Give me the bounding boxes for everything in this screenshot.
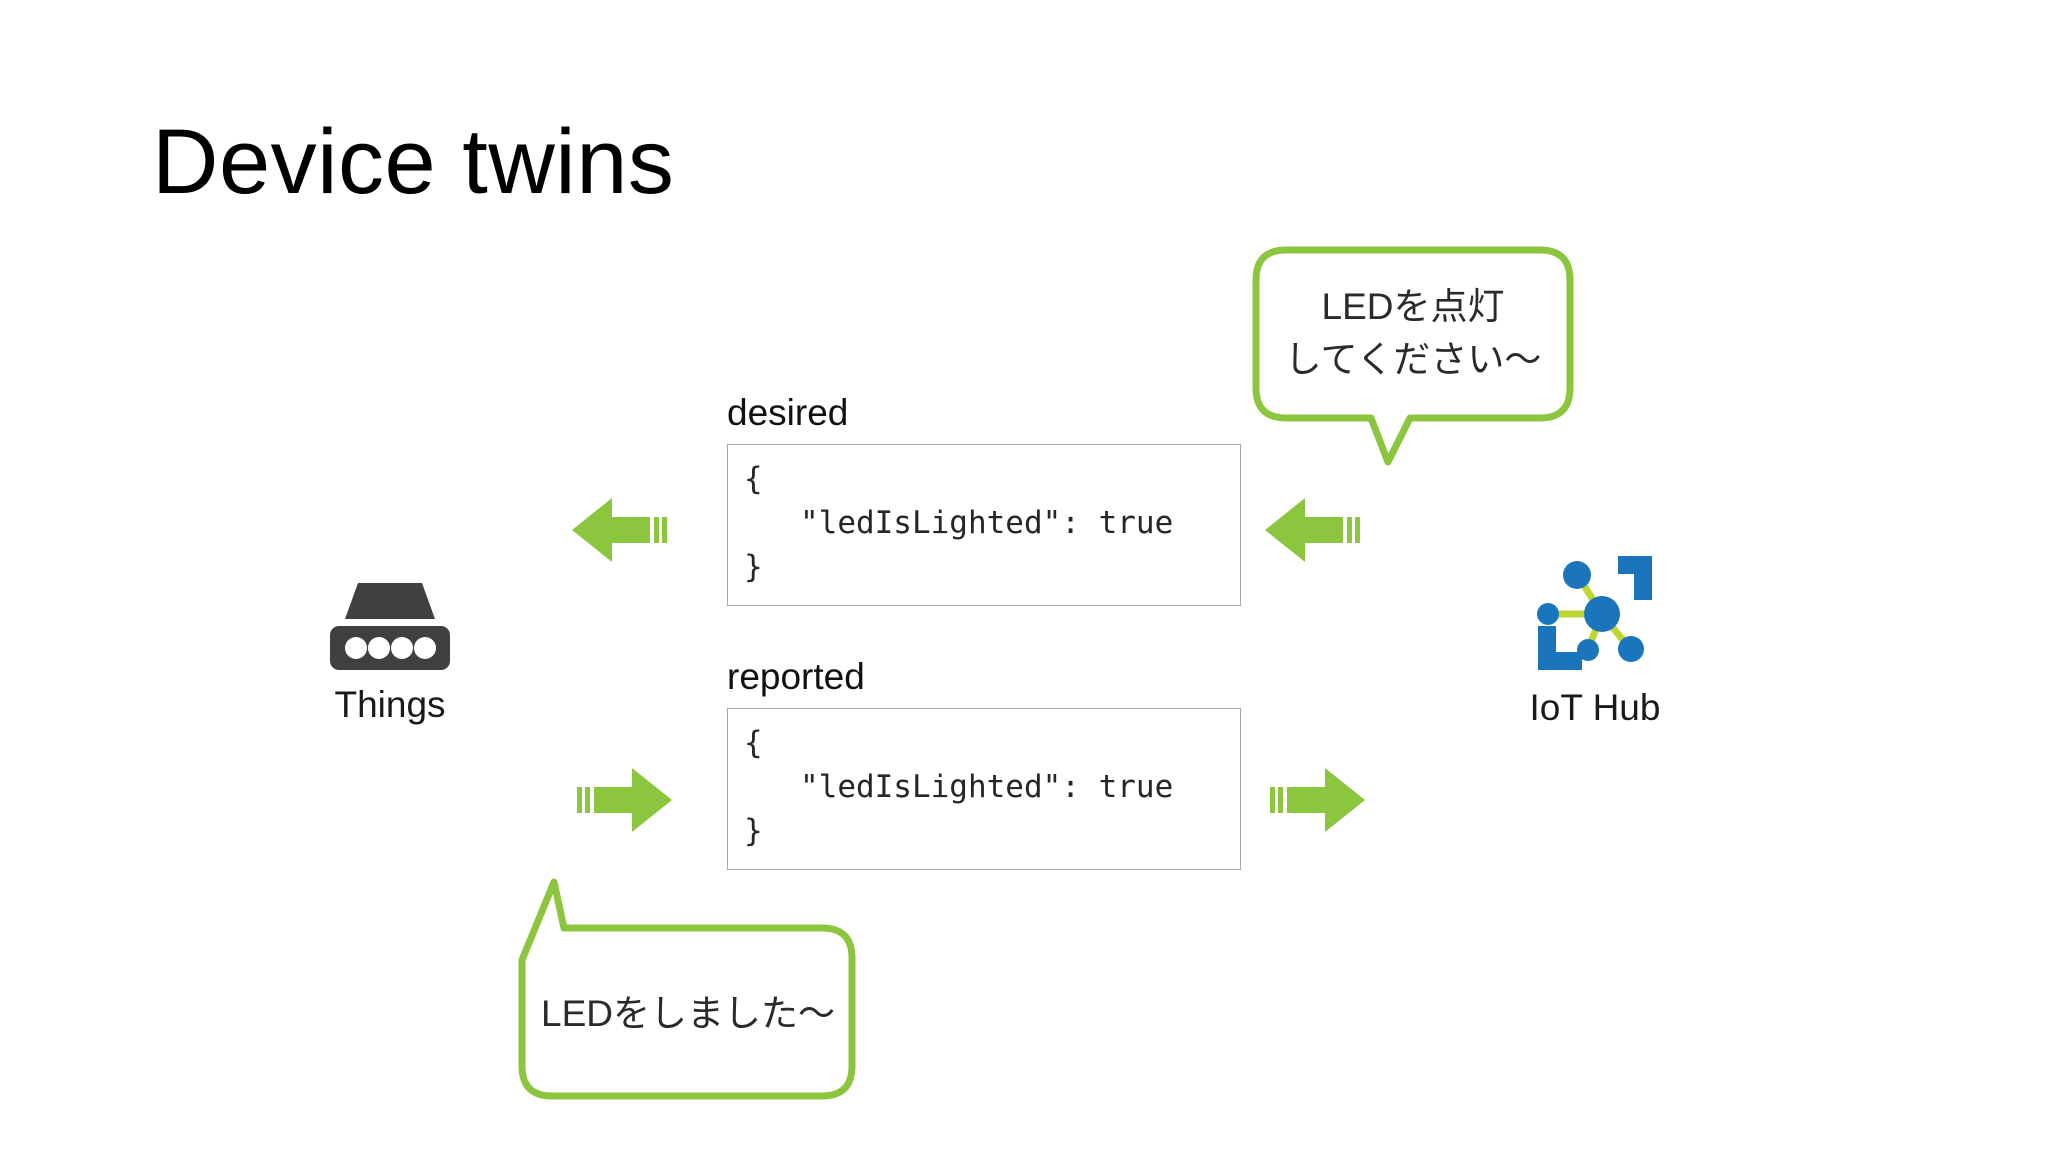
arrow-right-icon bbox=[577, 768, 672, 832]
panel-reported-label: reported bbox=[727, 656, 865, 697]
arrow-left-icon bbox=[572, 498, 667, 562]
arrow-things-to-reported bbox=[572, 765, 672, 840]
speech-bubble-shape bbox=[518, 878, 856, 1100]
arrow-reported-to-hub bbox=[1265, 765, 1365, 840]
panel-desired: desired { "ledIsLighted": true } bbox=[727, 392, 1241, 606]
hub-request-bubble-text: LEDを点灯 してください〜 bbox=[1256, 250, 1570, 418]
node-things-label: Things bbox=[334, 684, 446, 725]
device-response-bubble: LEDをしました〜 bbox=[512, 872, 872, 1104]
arrow-desired-to-things bbox=[572, 495, 672, 570]
node-iot-hub-label: IoT Hub bbox=[1529, 687, 1661, 728]
device-response-bubble-text: LEDをしました〜 bbox=[524, 934, 852, 1094]
code-desired: { "ledIsLighted": true } bbox=[744, 460, 1174, 585]
code-reported: { "ledIsLighted": true } bbox=[744, 724, 1174, 849]
panel-desired-label: desired bbox=[727, 392, 849, 433]
code-box-reported: { "ledIsLighted": true } bbox=[727, 707, 1241, 870]
hub-request-line-1: LEDを点灯 bbox=[1321, 286, 1505, 328]
device-gateway-icon bbox=[330, 583, 450, 670]
iot-hub-icon bbox=[1537, 556, 1652, 670]
panel-reported: reported { "ledIsLighted": true } bbox=[727, 656, 1241, 870]
code-box-desired: { "ledIsLighted": true } bbox=[727, 443, 1241, 606]
device-response-line-1: LEDをしました〜 bbox=[541, 992, 835, 1034]
hub-request-line-2: してください〜 bbox=[1284, 339, 1542, 380]
page-title: Device twins bbox=[152, 111, 675, 213]
arrow-left-icon bbox=[1265, 498, 1360, 562]
hub-request-bubble: LEDを点灯 してください〜 bbox=[1228, 240, 1578, 470]
speech-bubble-shape bbox=[1252, 246, 1574, 466]
arrow-hub-to-desired bbox=[1265, 495, 1365, 570]
node-iot-hub: IoT Hub bbox=[1495, 548, 1695, 729]
node-things: Things bbox=[295, 575, 485, 726]
arrow-right-icon bbox=[1270, 768, 1365, 832]
